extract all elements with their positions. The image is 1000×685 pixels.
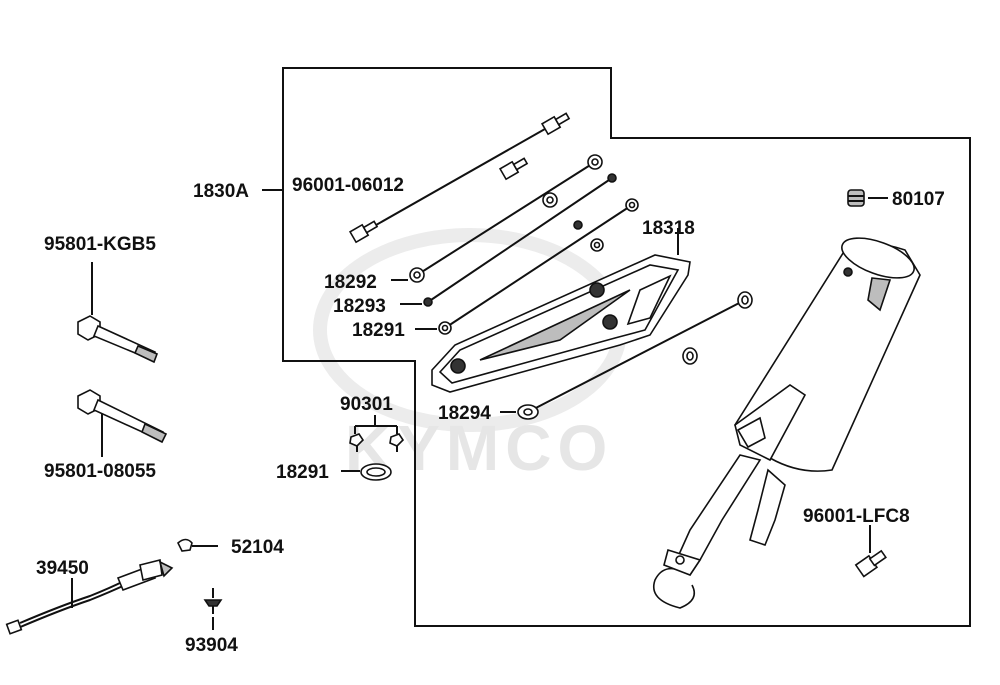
washer-18294[interactable] [517, 291, 753, 420]
assembly-label: 1830A [193, 181, 249, 202]
washer-18292[interactable] [409, 154, 603, 283]
part-number-18294: 18294 [438, 403, 491, 424]
bolt-96001-06012[interactable] [348, 111, 571, 244]
part-number-96001-06012: 96001-06012 [292, 175, 404, 196]
cap-80107[interactable] [847, 189, 865, 207]
bolt-96001-lfc8[interactable] [854, 548, 888, 578]
muffler[interactable] [653, 230, 921, 609]
part-number-93904: 93904 [185, 635, 238, 656]
part-number-96001-lfc8: 96001-LFC8 [803, 506, 910, 527]
part-number-80107: 80107 [892, 189, 945, 210]
part-number-95801-08055: 95801-08055 [44, 461, 156, 482]
nut-18293[interactable] [423, 173, 617, 307]
gasket-18291[interactable] [360, 463, 392, 481]
part-number-95801-kgb5: 95801-KGB5 [44, 234, 156, 255]
screw-90301[interactable] [349, 433, 405, 452]
bolt-95801-kgb5[interactable] [77, 315, 159, 364]
bolt-95801-08055[interactable] [77, 389, 168, 444]
part-number-18318: 18318 [642, 218, 695, 239]
assembly-boundary [282, 67, 971, 627]
part-number-39450: 39450 [36, 558, 89, 579]
part-number-18291-gasket: 18291 [276, 462, 329, 483]
heat-shield[interactable] [431, 254, 691, 393]
part-number-18291-upper: 18291 [352, 320, 405, 341]
sensor-39450[interactable] [5, 559, 174, 635]
washer-18291-upper[interactable] [438, 198, 639, 335]
screw-93904[interactable] [203, 588, 223, 614]
part-number-18292: 18292 [324, 272, 377, 293]
part-number-52104: 52104 [231, 537, 284, 558]
part-number-90301: 90301 [340, 394, 393, 415]
part-number-18293: 18293 [333, 296, 386, 317]
clip-52104[interactable] [177, 538, 193, 552]
